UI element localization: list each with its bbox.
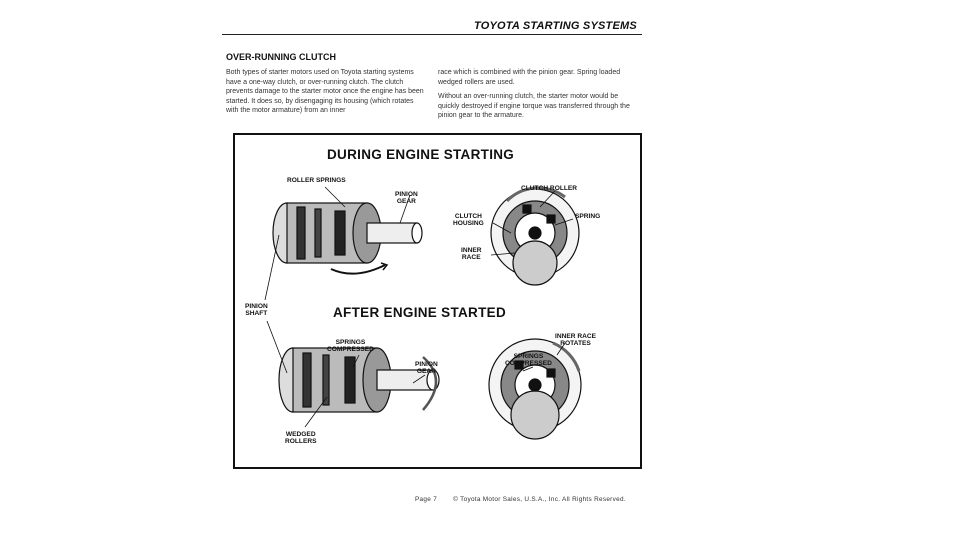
section-title: OVER-RUNNING CLUTCH: [226, 52, 336, 62]
label-pinion-gear-top: PINION GEAR: [395, 191, 418, 206]
label-spring: SPRING: [575, 213, 601, 220]
top-figure-title: DURING ENGINE STARTING: [327, 147, 515, 162]
label-springs-compressed-right: SPRINGS COMPRESSED: [505, 353, 552, 368]
text-column-left: Both types of starter motors used on Toy…: [226, 68, 426, 121]
label-roller-springs: ROLLER SPRINGS: [287, 177, 346, 184]
header-divider: [222, 34, 642, 35]
starter-motor-top: [272, 202, 423, 275]
left-paragraph: Both types of starter motors used on Toy…: [226, 69, 424, 115]
bottom-figure-title: AFTER ENGINE STARTED: [333, 305, 507, 320]
clutch-cross-section-top: [490, 186, 580, 286]
right-paragraph-2: Without an over-running clutch, the star…: [438, 93, 630, 120]
page-footer: Page 7 © Toyota Motor Sales, U.S.A., Inc…: [415, 496, 640, 503]
right-paragraph-1: race which is combined with the pinion g…: [438, 69, 621, 86]
label-inner-race: INNER RACE: [461, 247, 482, 262]
copyright-notice: © Toyota Motor Sales, U.S.A., Inc. All R…: [453, 496, 626, 503]
label-clutch-roller: CLUTCH ROLLER: [521, 185, 578, 192]
label-pinion-gear-bottom: PINION GEAR: [415, 361, 438, 376]
label-springs-compressed-left: SPRINGS COMPRESSED: [327, 339, 374, 354]
label-clutch-housing: CLUTCH HOUSING: [453, 213, 484, 228]
clutch-diagram-drawing: [264, 186, 582, 440]
label-inner-race-rotates: INNER RACE ROTATES: [555, 333, 597, 348]
label-wedged-rollers: WEDGED ROLLERS: [285, 431, 317, 446]
page-number: Page 7: [415, 496, 438, 503]
text-column-right: race which is combined with the pinion g…: [438, 68, 638, 126]
label-pinion-shaft: PINION SHAFT: [245, 303, 268, 318]
starter-motor-bottom: [278, 347, 440, 413]
page-header: TOYOTA STARTING SYSTEMS: [474, 20, 637, 32]
clutch-cross-section-bottom: [488, 338, 582, 440]
clutch-diagram-figure: DURING ENGINE STARTING AFTER ENGINE STAR…: [233, 133, 642, 469]
leader-lines: [264, 186, 574, 428]
